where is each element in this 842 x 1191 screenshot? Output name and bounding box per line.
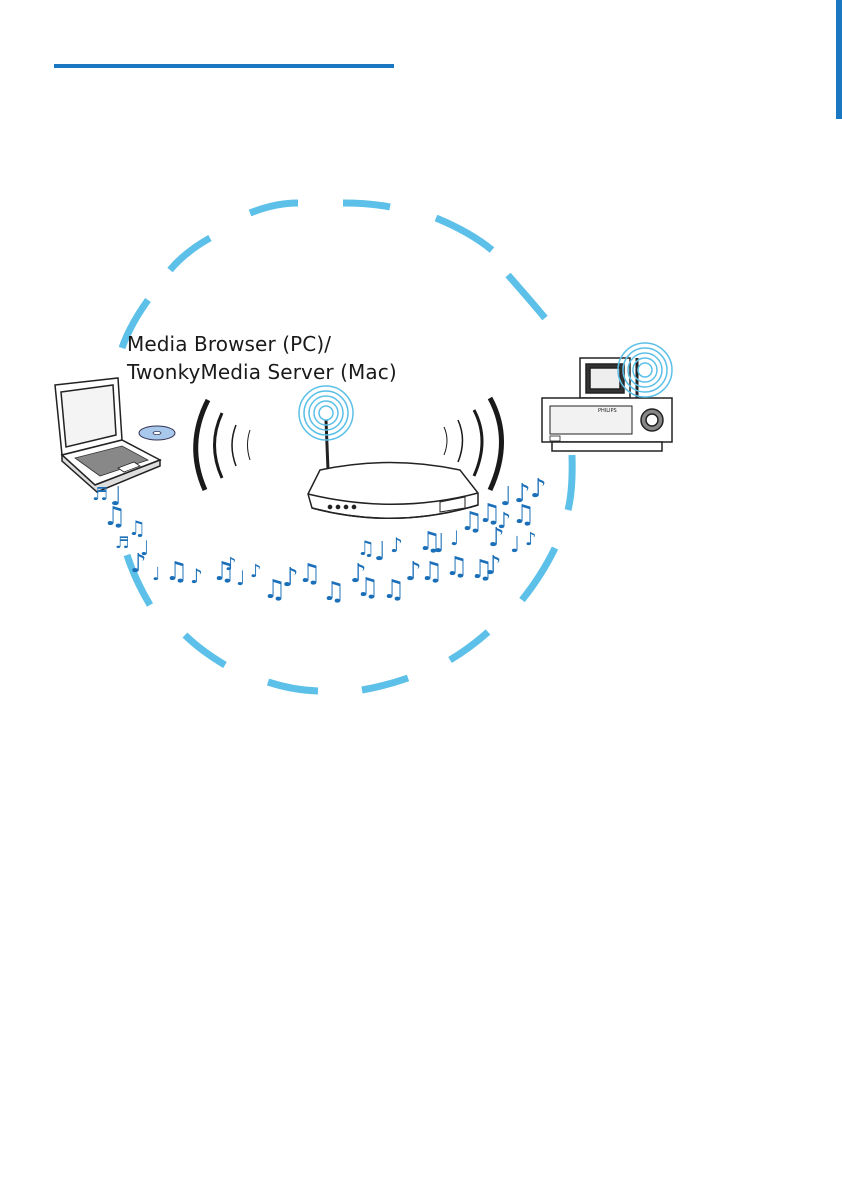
- svg-text:♬: ♬: [92, 484, 108, 505]
- caption-media-browser: Media Browser (PC)/: [127, 332, 332, 356]
- svg-text:♩: ♩: [433, 529, 445, 559]
- svg-text:♫: ♫: [420, 557, 443, 587]
- svg-text:♪: ♪: [282, 563, 299, 593]
- music-notes-stream: ♬ ♩ ♫ ♫ ♬ ♩ ♪ ♩ ♫ ♪ ♫ ♪ ♩ ♪ ♫ ♪ ♫ ♫ ♪ ♫ …: [92, 474, 547, 607]
- laptop-icon: [54, 377, 162, 493]
- svg-text:♫: ♫: [512, 500, 535, 530]
- svg-text:♫: ♫: [212, 557, 235, 587]
- svg-text:♪: ♪: [497, 509, 511, 534]
- svg-text:♪: ♪: [530, 474, 547, 504]
- stereo-icon: [541, 357, 673, 452]
- svg-text:♪: ♪: [488, 523, 505, 553]
- svg-text:♫: ♫: [263, 575, 286, 605]
- header-rule: [54, 64, 394, 68]
- wifi-waves-left-icon: [193, 398, 251, 492]
- svg-text:♪: ♪: [405, 557, 422, 587]
- svg-text:♩: ♩: [110, 482, 122, 512]
- svg-text:♩: ♩: [374, 537, 386, 567]
- stereo-brand: PHILIPS: [598, 408, 617, 414]
- svg-text:♫: ♫: [478, 499, 501, 529]
- svg-text:♩: ♩: [140, 536, 149, 560]
- svg-text:♫: ♫: [356, 573, 379, 603]
- svg-text:♪: ♪: [130, 549, 147, 579]
- svg-text:♫: ♫: [165, 557, 188, 587]
- stereo-signal-icon: [617, 342, 673, 398]
- svg-text:♪: ♪: [485, 551, 502, 581]
- svg-text:♩: ♩: [152, 564, 161, 585]
- svg-text:♫: ♫: [322, 577, 345, 607]
- svg-text:♪: ♪: [225, 554, 237, 575]
- svg-text:♩: ♩: [236, 566, 245, 590]
- network-ring: [118, 199, 576, 695]
- svg-text:♫: ♫: [470, 555, 493, 585]
- svg-text:♫: ♫: [460, 507, 483, 537]
- wifi-waves-right-icon: [443, 396, 504, 492]
- caption-twonky-server: TwonkyMedia Server (Mac): [127, 360, 397, 384]
- svg-text:♩: ♩: [450, 526, 459, 550]
- cd-disc-icon: [138, 425, 176, 441]
- svg-text:♪: ♪: [250, 561, 262, 582]
- page-edge-tab: [836, 0, 842, 119]
- svg-text:♬: ♬: [115, 533, 129, 552]
- svg-text:♪: ♪: [390, 533, 403, 557]
- svg-text:♫: ♫: [445, 552, 468, 582]
- svg-text:♪: ♪: [525, 529, 537, 550]
- svg-text:♫: ♫: [128, 516, 146, 540]
- svg-text:♪: ♪: [514, 479, 531, 509]
- svg-text:♪: ♪: [190, 564, 203, 588]
- svg-text:♫: ♫: [357, 536, 375, 560]
- svg-text:♫: ♫: [382, 575, 405, 605]
- svg-text:♩: ♩: [500, 482, 512, 512]
- router-signal-icon: [298, 385, 354, 441]
- svg-text:♫: ♫: [103, 502, 126, 532]
- svg-text:♪: ♪: [350, 559, 367, 589]
- svg-text:♩: ♩: [510, 533, 520, 558]
- svg-text:♫: ♫: [418, 527, 441, 557]
- svg-text:♫: ♫: [298, 559, 321, 589]
- router-icon: [307, 419, 479, 519]
